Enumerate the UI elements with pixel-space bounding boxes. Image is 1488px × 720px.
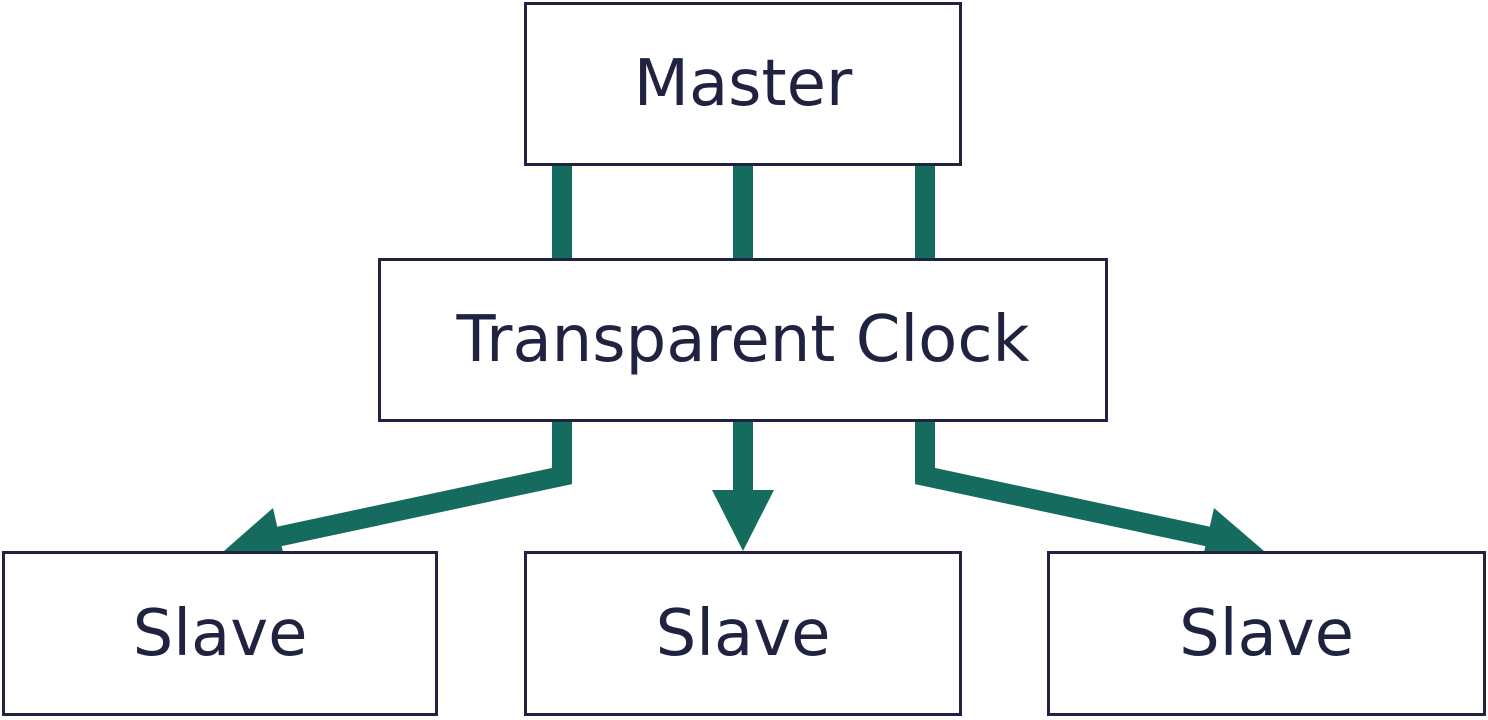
master-label: Master	[633, 47, 853, 121]
arrowhead-slave-center	[712, 490, 774, 551]
slave-node-1: Slave	[2, 551, 438, 716]
master-node: Master	[524, 2, 962, 166]
slave-label-2: Slave	[655, 596, 831, 671]
tc-slave-left-link	[269, 422, 572, 548]
tc-slave-right-link	[915, 422, 1218, 548]
slave-node-2: Slave	[524, 551, 962, 716]
transparent-clock-node: Transparent Clock	[378, 258, 1108, 422]
transparent-clock-label: Transparent Clock	[456, 303, 1030, 377]
slave-label-3: Slave	[1179, 596, 1354, 671]
slave-node-3: Slave	[1047, 551, 1486, 716]
slave-label-1: Slave	[132, 596, 308, 671]
